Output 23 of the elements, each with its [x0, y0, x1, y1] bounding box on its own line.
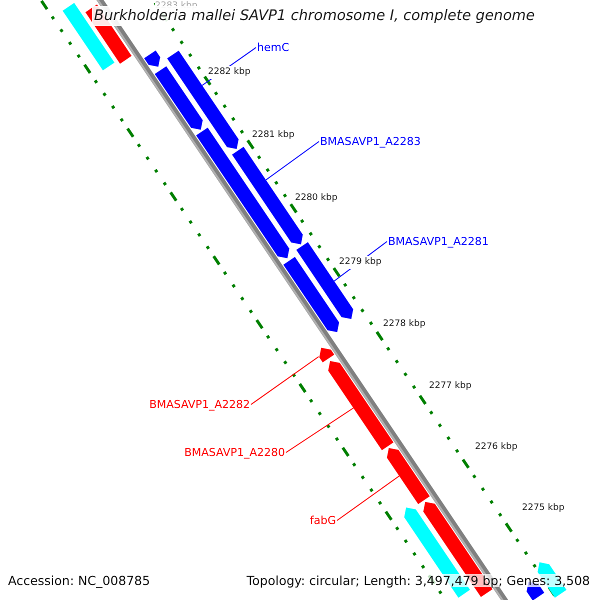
- leader-line: [336, 476, 400, 521]
- gene-block: [319, 348, 334, 362]
- leader-line: [286, 408, 354, 453]
- scale-label: 2282 kbp: [208, 66, 250, 79]
- leader-line: [250, 356, 320, 405]
- gene-label: fabG: [310, 514, 336, 527]
- gene-label: BMASAVP1_A2281: [388, 235, 489, 248]
- gene-label: hemC: [257, 41, 290, 54]
- footer-text: Accession: NC_008785: [8, 574, 150, 587]
- gene-label: BMASAVP1_A2282: [149, 398, 250, 411]
- scale-label: 2276 kbp: [475, 441, 518, 454]
- scale-label: 2279 kbp: [339, 256, 382, 269]
- gene-block: [386, 448, 430, 504]
- leader-line: [266, 141, 320, 180]
- scale-label: 2275 kbp: [522, 502, 564, 515]
- scale-label: 2278 kbp: [383, 318, 426, 331]
- gene-label: BMASAVP1_A2280: [184, 446, 285, 459]
- scale-label: 2277 kbp: [429, 380, 472, 393]
- footer-text: Topology: circular; Length: 3,497,479 bp; Genes: 3,508: [246, 574, 590, 587]
- gene-block: [328, 361, 394, 450]
- scale-label: 2280 kbp: [295, 192, 338, 205]
- scale-label: 2281 kbp: [252, 129, 294, 142]
- gene-label: BMASAVP1_A2283: [320, 135, 421, 148]
